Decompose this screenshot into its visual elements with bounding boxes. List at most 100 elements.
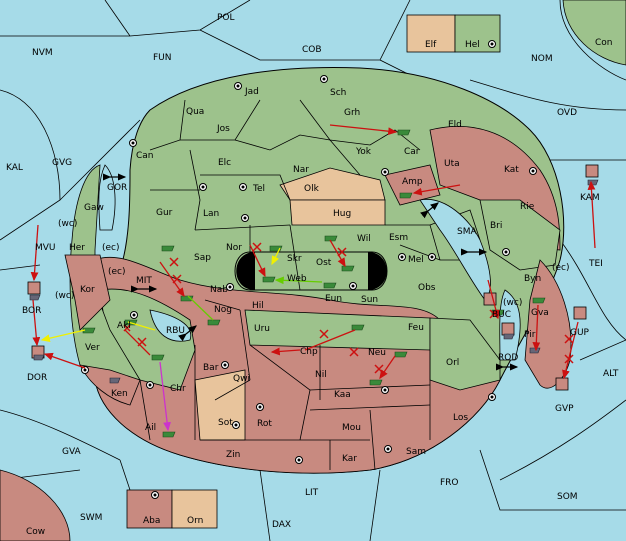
sea-sma	[419, 198, 491, 301]
prov-sam: Sam	[406, 447, 426, 457]
sea-label-con: Con	[595, 38, 613, 48]
sea-labels: POL NVM FUN COB NOM Con OVD KAL GVG GOR …	[6, 13, 619, 537]
prov-pir: Pir	[524, 330, 536, 340]
sea-label-pol: POL	[217, 13, 235, 23]
prov-ost: Ost	[316, 258, 332, 268]
prov-uta: Uta	[444, 159, 460, 169]
sea-label-dor: DOR	[27, 373, 47, 383]
sea-label-gor: GOR	[107, 183, 127, 193]
prov-mel: Mel	[408, 255, 424, 265]
prov-nog: Nog	[214, 305, 232, 315]
region-south	[90, 256, 501, 474]
prov-car: Car	[404, 147, 420, 157]
west-arm-red	[64, 254, 111, 331]
sea-label-mit: MIT	[136, 276, 152, 286]
prov-uru: Uru	[254, 324, 270, 334]
prov-chp: Chp	[300, 347, 318, 357]
prov-esm: Esm	[389, 233, 408, 243]
sea-label-lit: LIT	[305, 488, 319, 498]
sea-label-gvp: GVP	[555, 404, 574, 414]
sea-label-rod: ROD	[498, 353, 518, 363]
prov-kor: Kor	[80, 285, 95, 295]
province-olk	[279, 167, 386, 201]
failed-marks	[123, 242, 574, 374]
province-aba	[126, 489, 173, 529]
prov-ver: Ver	[85, 343, 100, 353]
sea-label-rbu: RBU	[166, 326, 185, 336]
prov-hug: Hug	[333, 209, 351, 219]
prov-her: Her	[69, 243, 85, 253]
prov-gaw: Gaw	[84, 203, 104, 213]
sea-label-fro: FRO	[440, 478, 459, 488]
prov-rie: Rie	[520, 202, 535, 212]
sea-label-dax: DAX	[272, 520, 291, 530]
prov-jad: Jad	[244, 87, 259, 97]
sea-label-bor: BOR	[22, 306, 41, 316]
sea-label-sma: SMA	[457, 227, 477, 237]
province-borders	[139, 99, 481, 471]
prov-skr: Skr	[287, 254, 302, 264]
prov-aba: Aba	[143, 516, 160, 526]
prov-jos: Jos	[216, 124, 230, 134]
prov-gur: Gur	[156, 208, 173, 218]
prov-eld: Eld	[448, 120, 462, 130]
prov-los: Los	[453, 413, 468, 423]
passage-markers	[102, 173, 519, 371]
prov-kar: Kar	[342, 454, 357, 464]
sea-label-som: SOM	[557, 492, 578, 502]
prov-nar: Nar	[293, 165, 309, 175]
sea-label-tei: TEI	[588, 259, 603, 269]
prov-lan: Lan	[203, 209, 219, 219]
prov-neu: Neu	[368, 348, 386, 358]
sea-label-nvm: NVM	[32, 48, 53, 58]
prov-gva2: Gva	[531, 308, 549, 318]
prov-bar: Bar	[203, 363, 219, 373]
prov-sun: Sun	[361, 295, 378, 305]
sea-label-cow: Cow	[26, 527, 45, 537]
supply-centers	[81, 40, 537, 499]
prov-zin: Zin	[226, 450, 240, 460]
prov-ken: Ken	[111, 389, 128, 399]
sea-label-mvu: MVU	[35, 243, 56, 253]
prov-sch: Sch	[330, 88, 346, 98]
prov-orn: Orn	[187, 516, 203, 526]
prov-ec2: (ec)	[108, 267, 126, 277]
prov-wc2: (wc)	[55, 291, 74, 301]
prov-nil: Nil	[315, 370, 327, 380]
prov-wil: Wil	[357, 234, 371, 244]
sea-label-nom: NOM	[531, 54, 553, 64]
prov-obs: Obs	[418, 283, 436, 293]
province-con	[562, 0, 626, 66]
prov-amp: Amp	[402, 177, 423, 187]
prov-orl: Orl	[446, 358, 459, 368]
prov-kat: Kat	[504, 165, 519, 175]
sea-gor	[98, 164, 116, 231]
province-labels: Jad Sch Qua Jos Grh Eld Can Yok Car Uta …	[55, 87, 570, 526]
prov-byn: Byn	[524, 274, 541, 284]
prov-can: Can	[136, 151, 154, 161]
prov-olk: Olk	[304, 184, 320, 194]
prov-buc-wc: (wc)	[503, 298, 522, 308]
sea-label-alt: ALT	[603, 369, 619, 379]
tunnel	[234, 251, 388, 291]
sea-label-ovd: OVD	[557, 108, 577, 118]
prov-qua: Qua	[186, 107, 204, 117]
sea-label-buc: BUC	[492, 310, 511, 320]
prov-bri: Bri	[490, 221, 502, 231]
prov-nab: Nab	[210, 285, 228, 295]
sea-label-kam: KAM	[580, 193, 600, 203]
prov-elc: Elc	[218, 158, 231, 168]
prov-grh: Grh	[344, 108, 360, 118]
prov-yok: Yok	[355, 147, 372, 157]
order-arrows	[30, 124, 596, 432]
region-amp	[384, 164, 441, 206]
prov-chr: Chr	[170, 384, 186, 394]
sea-label-fun: FUN	[153, 53, 172, 63]
prov-ail: Ail	[145, 423, 156, 433]
province-orn	[171, 489, 218, 529]
legend-elf-label: Elf	[425, 40, 437, 50]
sea-label-gvg: GVG	[52, 158, 72, 168]
prov-web: Web	[287, 274, 307, 284]
